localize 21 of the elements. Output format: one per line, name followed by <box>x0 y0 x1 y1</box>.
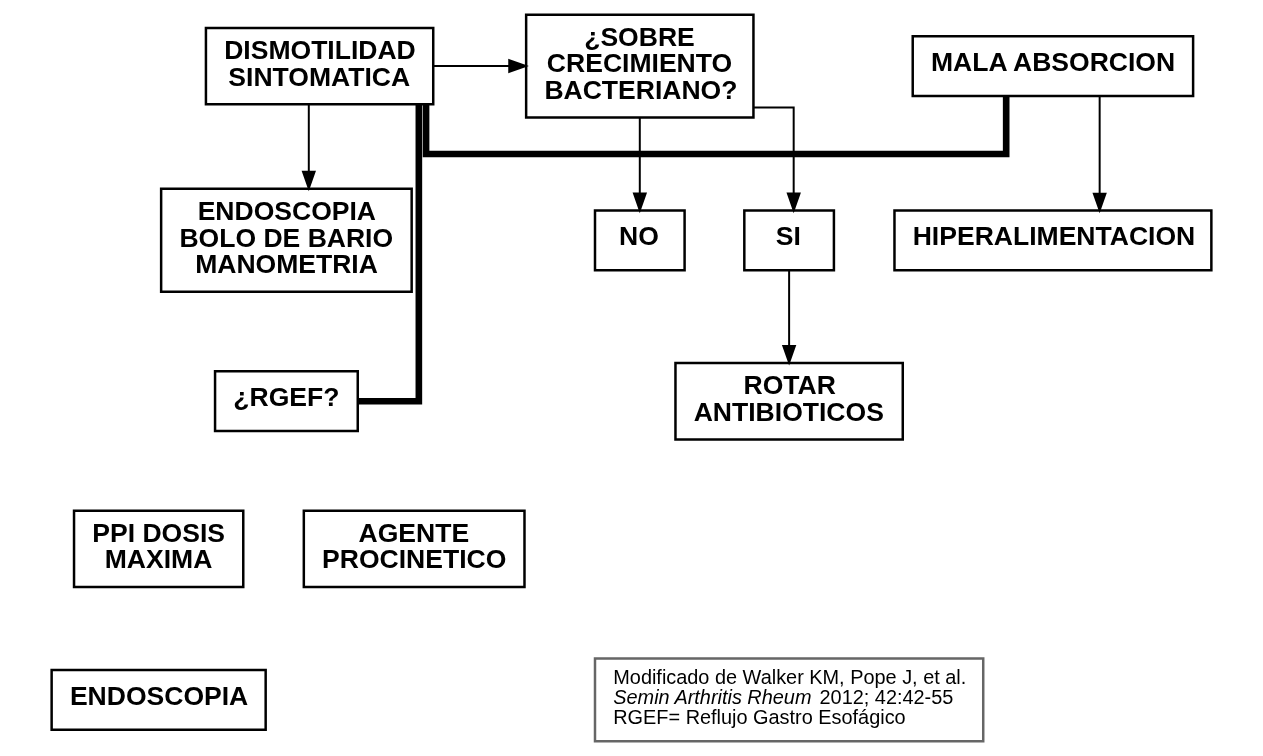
connector <box>422 96 1010 158</box>
arrow <box>1092 95 1107 214</box>
connector <box>358 104 423 405</box>
node-box: ¿RGEF? <box>213 370 359 433</box>
node-box: AGENTE PROCINETICO <box>302 509 526 589</box>
node-box: ENDOSCOPIA BOLO DE BARIO MANOMETRIA <box>159 187 413 293</box>
node-box: ENDOSCOPIA <box>50 668 267 731</box>
arrow <box>632 116 647 214</box>
node-box: NO <box>593 209 686 272</box>
arrow <box>432 58 529 74</box>
arrow <box>781 269 797 366</box>
node-box: SI <box>743 209 836 272</box>
node-box: HIPERALIMENTACION <box>893 209 1213 272</box>
arrow <box>301 103 316 192</box>
node-box: DISMOTILIDAD SINTOMATICA <box>204 26 435 106</box>
node-box: MALA ABSORCION <box>911 34 1195 98</box>
node-box: ¿SOBRE CRECIMIENTO BACTERIANO? <box>524 13 755 119</box>
node-box: Modificado de Walker KM, Pope J, et al. Semin Arthritis Rheum 2012; 42:42-55 RGEF= Reflujo Gastro Esofágico <box>593 657 985 743</box>
node-box: ROTAR ANTIBIOTICOS <box>674 361 904 441</box>
node-box: PPI DOSIS MAXIMA <box>72 509 245 589</box>
arrow <box>753 106 801 214</box>
